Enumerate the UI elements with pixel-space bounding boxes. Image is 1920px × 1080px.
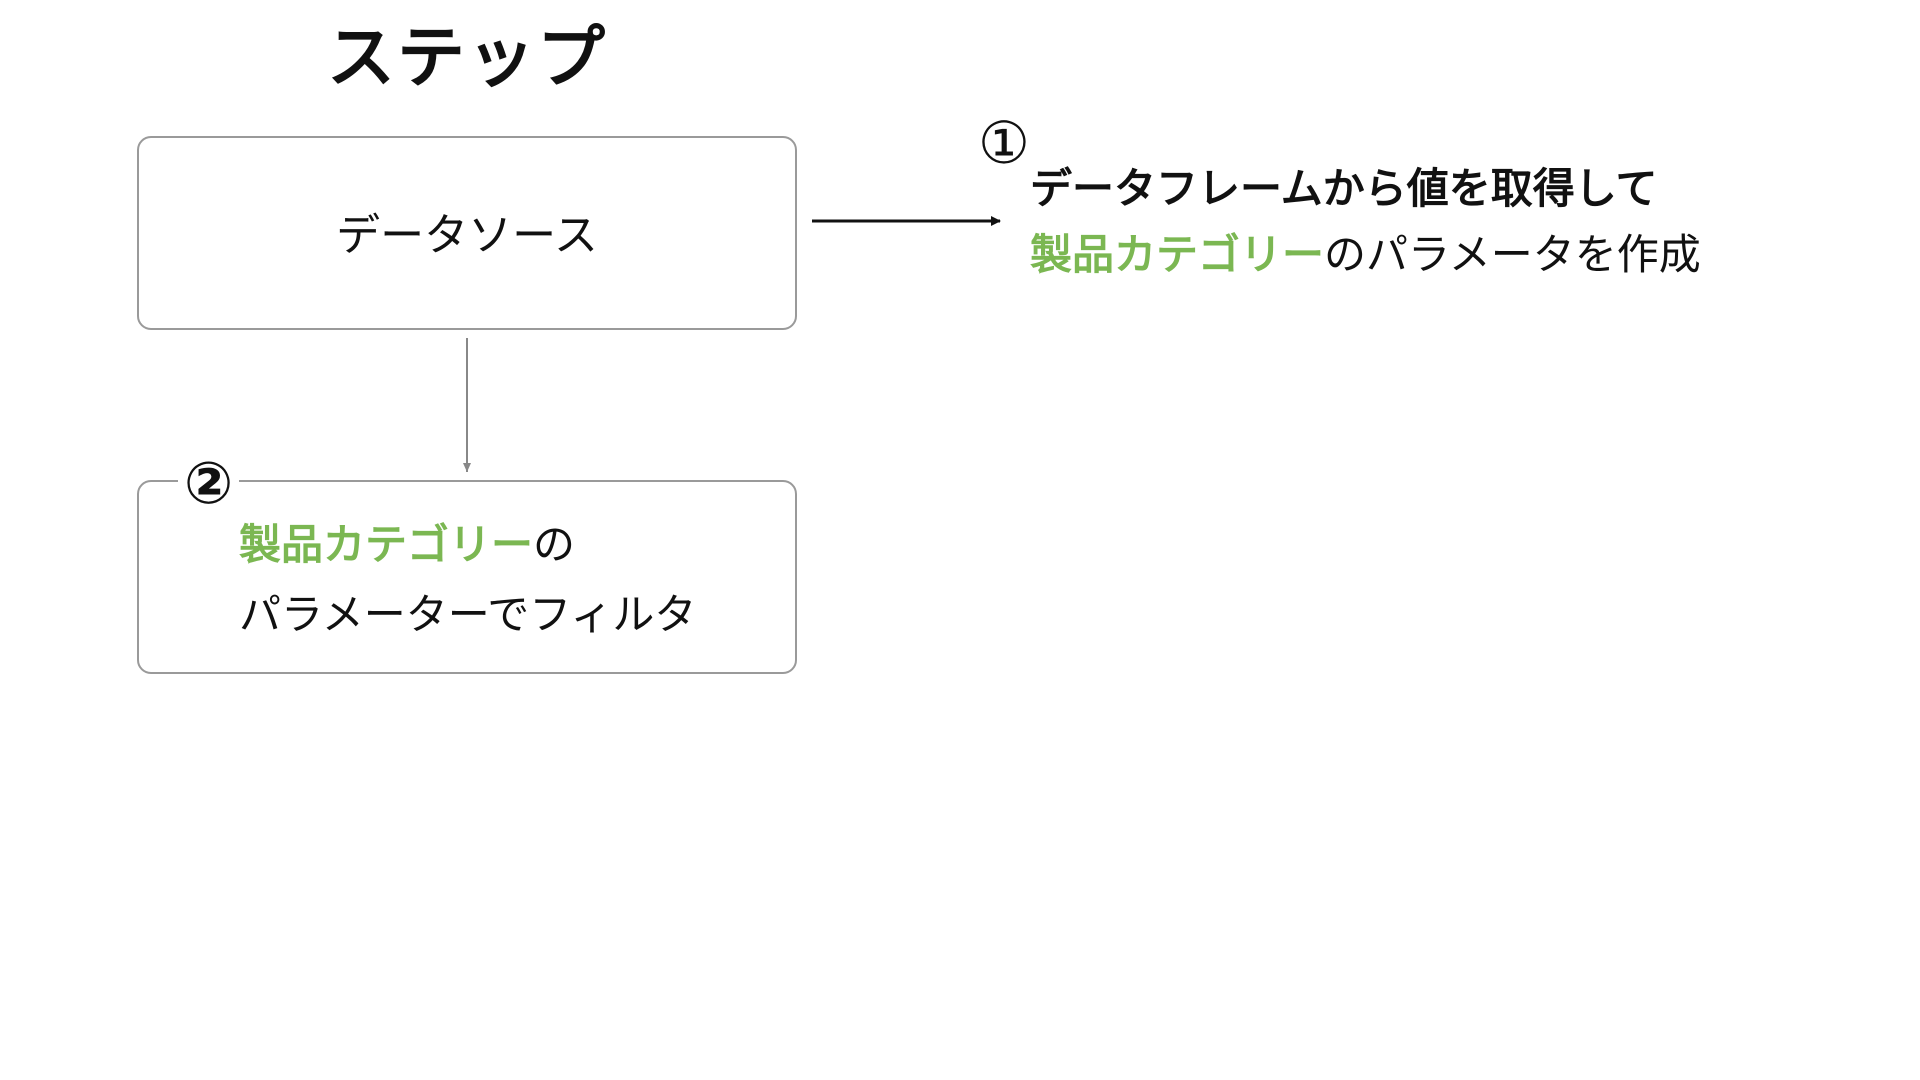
- step1-highlight-text: 製品カテゴリー: [1030, 230, 1325, 280]
- data-source-label: データソース: [336, 210, 598, 261]
- step1-description: データフレームから値を取得して 製品カテゴリーのパラメータを作成: [1030, 164, 1701, 281]
- filter-box: 製品カテゴリーの パラメーターでフィルタ: [137, 480, 797, 674]
- step2-line2: パラメーターでフィルタ: [239, 590, 697, 639]
- step2-highlight-text: 製品カテゴリー: [239, 520, 534, 569]
- step2-rest-text: の: [533, 520, 576, 569]
- page-title: ステップ: [326, 19, 607, 98]
- step1-number-marker: ①: [978, 109, 1030, 177]
- step2-line1: 製品カテゴリーの: [239, 520, 575, 570]
- step1-rest-text: のパラメータを作成: [1324, 230, 1701, 280]
- step2-number-marker: ②: [178, 454, 240, 512]
- step1-line2: 製品カテゴリーのパラメータを作成: [1030, 230, 1701, 280]
- step1-line1: データフレームから値を取得して: [1030, 164, 1658, 213]
- data-source-box: データソース: [137, 136, 797, 330]
